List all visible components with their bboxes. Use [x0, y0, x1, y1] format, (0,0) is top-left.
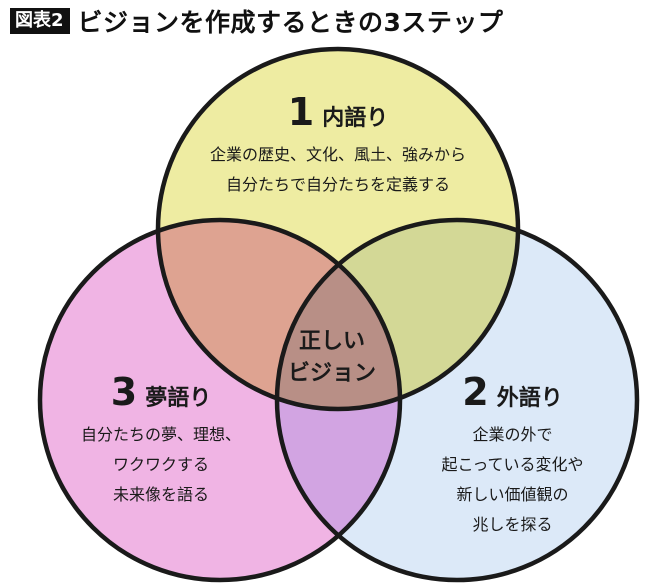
step-number: 3	[110, 370, 138, 414]
figure-title: ビジョンを作成するときの3ステップ	[77, 8, 504, 37]
outline-outer-talk	[274, 217, 640, 583]
center-label-line: 正しい	[298, 329, 365, 354]
step-desc-line: 新しい価値観の	[456, 485, 569, 504]
step-title: 外語り	[496, 386, 563, 411]
step-desc-line: 企業の歴史、文化、風土、強みから	[209, 145, 466, 164]
step-outer-talk: 2 外語り 企業の外で 起こっている変化や 新しい価値観の 兆しを探る	[405, 372, 620, 540]
step-dream-talk: 3 夢語り 自分たちの夢、理想、 ワクワクする 未来像を語る	[56, 372, 266, 510]
step-desc-line: 自分たちの夢、理想、	[80, 425, 241, 444]
overlap-center	[277, 220, 400, 409]
step-title: 内語り	[322, 106, 389, 131]
step-desc-line: 兆しを探る	[472, 515, 553, 534]
outline-dream-talk	[37, 217, 403, 583]
step-desc-line: 自分たちで自分たちを定義する	[225, 175, 450, 194]
step-title: 夢語り	[145, 386, 212, 411]
step-number: 1	[287, 90, 315, 134]
step-number: 2	[462, 370, 489, 414]
center-label-line: ビジョン	[287, 361, 376, 386]
figure-header: 図表2 ビジョンを作成するときの3ステップ	[10, 6, 504, 37]
step-inner-talk: 1 内語り 企業の歴史、文化、風土、強みから 自分たちで自分たちを定義する	[168, 92, 508, 200]
step-desc-line: 未来像を語る	[112, 485, 209, 504]
step-desc-line: ワクワクする	[112, 455, 209, 474]
figure-badge: 図表2	[10, 8, 70, 34]
step-desc-line: 起こっている変化や	[441, 455, 584, 474]
step-desc-line: 企業の外で	[472, 425, 553, 444]
center-label: 正しい ビジョン	[268, 326, 396, 390]
